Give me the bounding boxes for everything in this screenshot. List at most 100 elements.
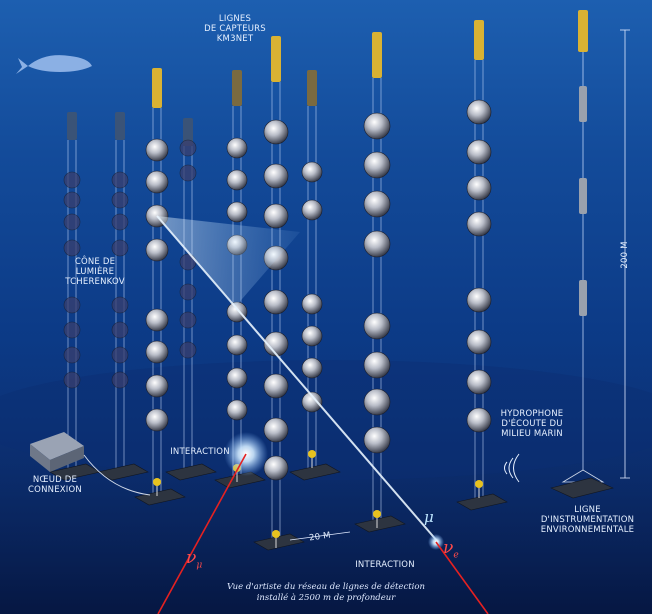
anchor-base (550, 477, 614, 499)
optical-module (145, 340, 169, 364)
optical-module (363, 151, 391, 179)
optical-module (301, 357, 323, 379)
buoy (372, 32, 382, 78)
optical-module (466, 99, 492, 125)
optical-module (63, 371, 81, 389)
optical-module (179, 341, 197, 359)
optical-module (63, 239, 81, 257)
optical-module (363, 112, 391, 140)
buoy (183, 118, 193, 146)
instrument-buoy (578, 10, 588, 52)
optical-module (363, 351, 391, 379)
optical-module (111, 239, 129, 257)
optical-module (466, 287, 492, 313)
optical-module (263, 163, 289, 189)
buoy (307, 70, 317, 106)
optical-module (111, 213, 129, 231)
optical-module (466, 369, 492, 395)
optical-module (145, 408, 169, 432)
optical-module (145, 238, 169, 262)
optical-module (179, 164, 197, 182)
optical-module (466, 175, 492, 201)
optical-module (145, 308, 169, 332)
optical-module (363, 230, 391, 258)
optical-module (179, 139, 197, 157)
anchor-base (456, 493, 508, 511)
optical-module (363, 190, 391, 218)
optical-module (145, 374, 169, 398)
optical-module (111, 191, 129, 209)
sound-wave-icon (504, 453, 520, 483)
optical-module (226, 399, 248, 421)
buoy (67, 112, 77, 140)
optical-module (363, 426, 391, 454)
optical-module (179, 311, 197, 329)
optical-module (63, 346, 81, 364)
sensor-knob (153, 478, 161, 486)
optical-module (466, 329, 492, 355)
instrument-canister (579, 86, 587, 122)
buoy (474, 20, 484, 60)
interaction-label-lower: INTERACTION (355, 560, 415, 570)
optical-module (111, 296, 129, 314)
cherenkov-cone (157, 216, 300, 306)
optical-module (111, 321, 129, 339)
buoy (232, 70, 242, 106)
optical-module (263, 417, 289, 443)
optical-module (63, 171, 81, 189)
muon-track (156, 215, 439, 543)
optical-module (301, 293, 323, 315)
optical-module (263, 373, 289, 399)
optical-module (263, 289, 289, 315)
whale-icon (16, 55, 92, 74)
optical-module (63, 213, 81, 231)
interaction-label-upper: INTERACTION (170, 447, 230, 457)
neutrino-mu-beam (157, 453, 247, 614)
optical-module (63, 191, 81, 209)
connection-node-box (30, 432, 151, 496)
instrument-canister (579, 178, 587, 214)
optical-module (226, 169, 248, 191)
optical-module (363, 388, 391, 416)
optical-module (466, 211, 492, 237)
optical-module (111, 371, 129, 389)
neutrino-mu-symbol: νμ (186, 548, 203, 571)
sensor-knob (272, 530, 280, 538)
buoy (271, 36, 281, 82)
optical-module (111, 346, 129, 364)
optical-module (466, 407, 492, 433)
optical-module (145, 170, 169, 194)
optical-module (63, 296, 81, 314)
optical-module (226, 137, 248, 159)
anchor-base (165, 463, 217, 481)
caption: Vue d'artiste du réseau de lignes de dét… (227, 582, 425, 603)
optical-module (263, 455, 289, 481)
sensor-knob (475, 480, 483, 488)
optical-module (111, 171, 129, 189)
optical-module (263, 331, 289, 357)
optical-module (226, 201, 248, 223)
optical-module (226, 301, 248, 323)
optical-module (301, 391, 323, 413)
distance-bracket (289, 531, 351, 541)
optical-module (363, 312, 391, 340)
optical-module (226, 367, 248, 389)
optical-module (63, 321, 81, 339)
buoy (115, 112, 125, 140)
optical-module (301, 325, 323, 347)
sensor-knob (373, 510, 381, 518)
optical-module (263, 203, 289, 229)
optical-module (179, 283, 197, 301)
optical-module (145, 138, 169, 162)
height-label: 200 m (620, 241, 630, 269)
anchor-base (354, 515, 406, 533)
optical-module (226, 334, 248, 356)
optical-module (263, 119, 289, 145)
